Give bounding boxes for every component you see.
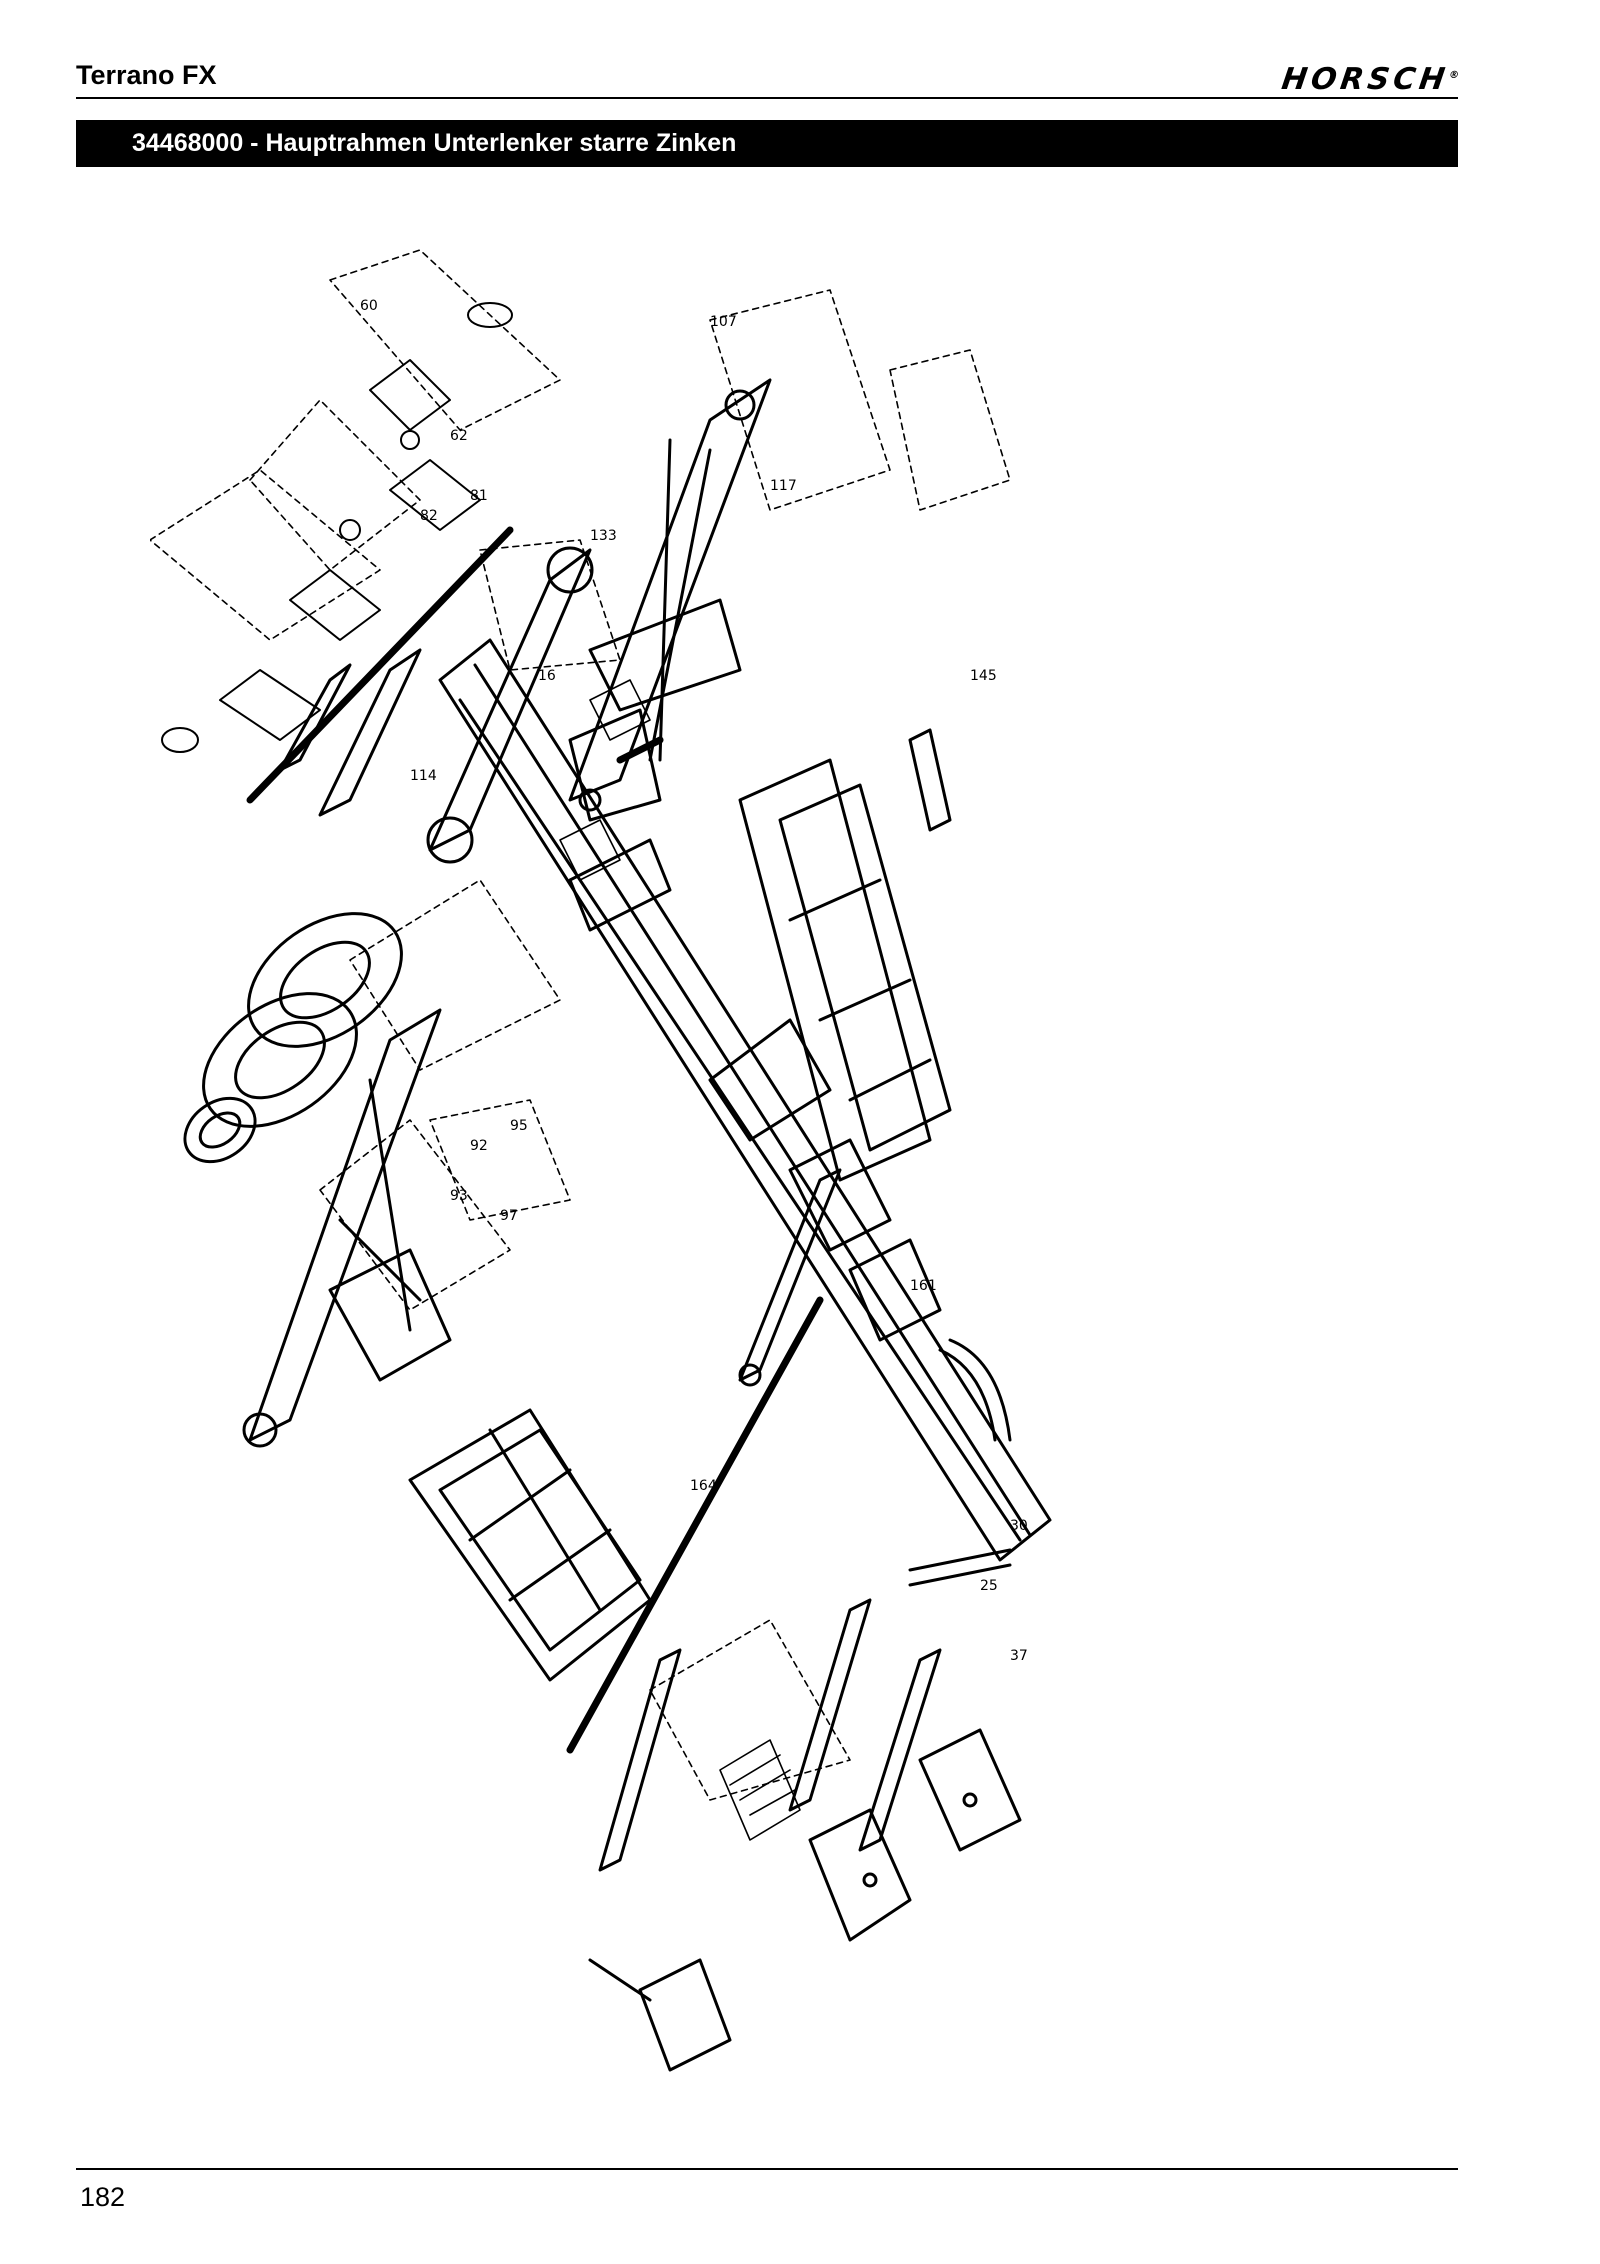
part-label: 145 — [970, 668, 997, 684]
lower-harrow-frame — [408, 1408, 652, 1682]
exploded-parts-diagram-icon: 16 107 117 133 114 145 161 164 30 25 37 … — [150, 249, 1052, 2072]
section-title-bar: 34468000 - Hauptrahmen Unterlenker starr… — [76, 120, 1458, 167]
wheels — [183, 912, 403, 1164]
part-label: 164 — [690, 1478, 717, 1494]
footer-divider — [76, 2168, 1458, 2170]
part-label: 97 — [500, 1208, 518, 1224]
part-label: 133 — [590, 528, 617, 544]
page-header: Terrano FX HORSCH® — [76, 60, 1460, 97]
part-label: 82 — [420, 508, 438, 524]
part-labels: 16 107 117 133 114 145 161 164 30 25 37 … — [360, 298, 1028, 1664]
part-label: 81 — [470, 488, 488, 504]
part-label: 95 — [510, 1118, 528, 1134]
horsch-logo: HORSCH® — [1279, 62, 1460, 97]
upper-left-parts-group — [150, 249, 1011, 1801]
section-title: 34468000 - Hauptrahmen Unterlenker starr… — [132, 129, 737, 157]
part-label: 117 — [770, 478, 797, 494]
lower-harrow-arm — [242, 1008, 452, 1448]
document-title: Terrano FX — [76, 60, 217, 90]
hydraulic-cylinders — [278, 546, 594, 864]
part-label: 37 — [1010, 1648, 1028, 1664]
part-label: 16 — [538, 668, 556, 684]
upper-left-brackets — [161, 302, 513, 753]
lower-right-brackets — [588, 1728, 1022, 2072]
part-label: 62 — [450, 428, 468, 444]
part-label: 161 — [910, 1278, 937, 1294]
part-label: 30 — [1010, 1518, 1028, 1534]
upper-harrow-arm — [568, 378, 772, 822]
hatched-plates — [559, 679, 801, 1841]
tine-and-pins — [908, 1338, 1012, 1587]
part-label: 60 — [360, 298, 378, 314]
page-number: 182 — [80, 2182, 126, 2212]
registered-mark: ® — [1447, 70, 1460, 81]
part-label: 93 — [450, 1188, 468, 1204]
part-label: 107 — [710, 314, 737, 330]
main-frame — [438, 598, 1052, 1562]
part-label: 114 — [410, 768, 437, 784]
part-label: 92 — [470, 1138, 488, 1154]
right-harrow-frame — [738, 728, 952, 1182]
brand-name: HORSCH — [1279, 62, 1451, 97]
header-divider — [76, 97, 1458, 99]
right-cylinders — [598, 1168, 942, 1872]
part-label: 25 — [980, 1578, 998, 1594]
